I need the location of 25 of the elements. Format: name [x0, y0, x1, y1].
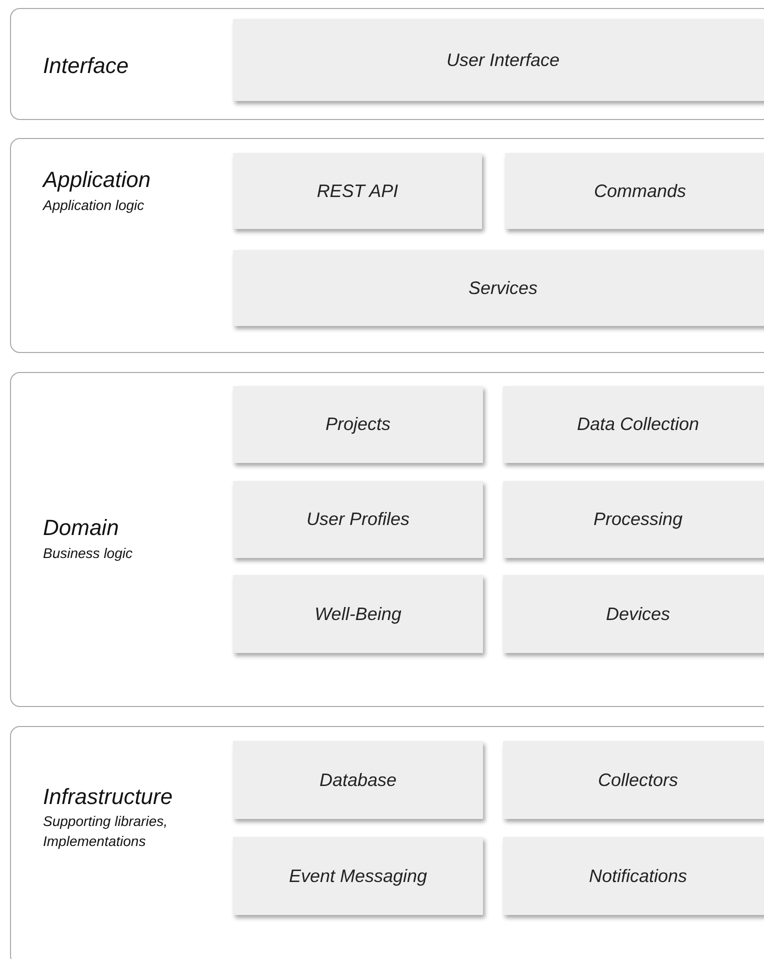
component-box: Devices	[503, 575, 764, 653]
layer-panel	[10, 138, 764, 353]
component-box: REST API	[233, 153, 482, 229]
layer-subtitle: Application logic	[43, 196, 146, 215]
component-box: Processing	[503, 481, 764, 558]
component-box: Projects	[233, 386, 483, 463]
component-box: Commands	[505, 153, 764, 229]
layer-subtitle: Business logic	[43, 544, 134, 563]
layer-title: Domain	[43, 515, 119, 541]
component-box: Well-Being	[233, 575, 483, 653]
component-box: Notifications	[503, 837, 764, 915]
component-box: User Profiles	[233, 481, 483, 558]
layer-panel	[10, 8, 764, 120]
layer-title: Application	[43, 167, 151, 193]
layer-subtitle: Supporting libraries, Implementations	[43, 812, 169, 851]
component-box: Collectors	[503, 741, 764, 819]
component-box: Database	[233, 741, 483, 819]
component-box: Data Collection	[503, 386, 764, 463]
component-box: Services	[233, 250, 764, 326]
layer-title: Infrastructure	[43, 784, 173, 810]
component-box: User Interface	[233, 19, 764, 101]
layer-title: Interface	[43, 53, 129, 79]
layer-panel	[10, 372, 764, 707]
component-box: Event Messaging	[233, 837, 483, 915]
layer-panel	[10, 726, 764, 959]
